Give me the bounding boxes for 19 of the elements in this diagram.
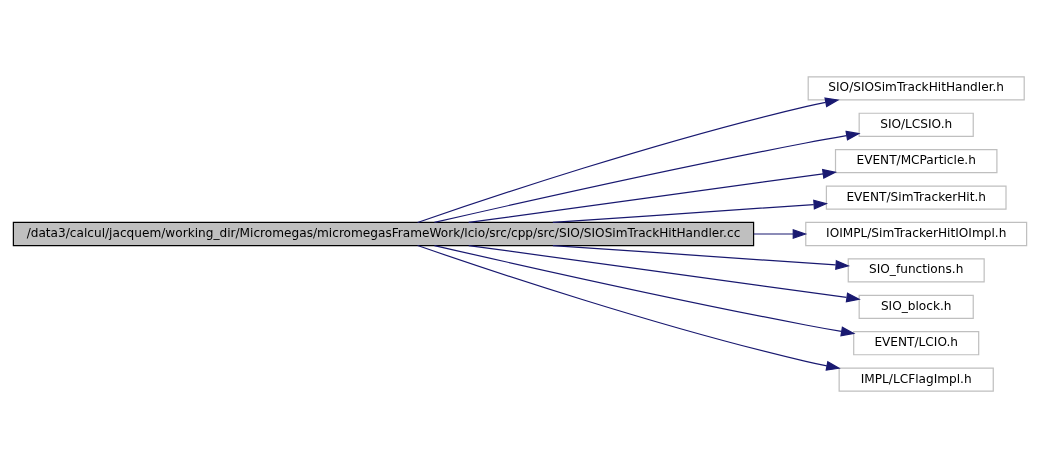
arrow <box>417 96 840 223</box>
arrow <box>433 244 856 336</box>
arrow <box>753 228 808 239</box>
node-box: /data3/calcul/jacquem/working_dir/Micromegas/micromegasFrameWork/lcio/src/cpp/src/SIO/SIOSimTrackHitHandler.cc <box>12 221 755 246</box>
arrow <box>552 199 829 223</box>
node-box: SIO_functions.h <box>847 257 985 283</box>
node-box: SIO/SIOSimTrackHitHandler.h <box>807 75 1025 100</box>
node-box: EVENT/MCParticle.h <box>834 148 998 173</box>
node-box: SIO/LCSIO.h <box>858 112 974 137</box>
node-box: SIO_block.h <box>858 294 974 319</box>
node-box: IOIMPL/SimTrackerHitIOImpl.h <box>805 221 1028 246</box>
arrow <box>552 244 850 270</box>
arrow <box>433 130 861 223</box>
node-box: EVENT/SimTrackerHit.h <box>825 184 1007 210</box>
arrow <box>468 244 861 302</box>
node-box: IMPL/LCFlagImpl.h <box>838 367 994 392</box>
node-box: EVENT/LCIO.h <box>853 330 980 355</box>
arrow <box>417 244 841 371</box>
arrow <box>468 168 838 223</box>
